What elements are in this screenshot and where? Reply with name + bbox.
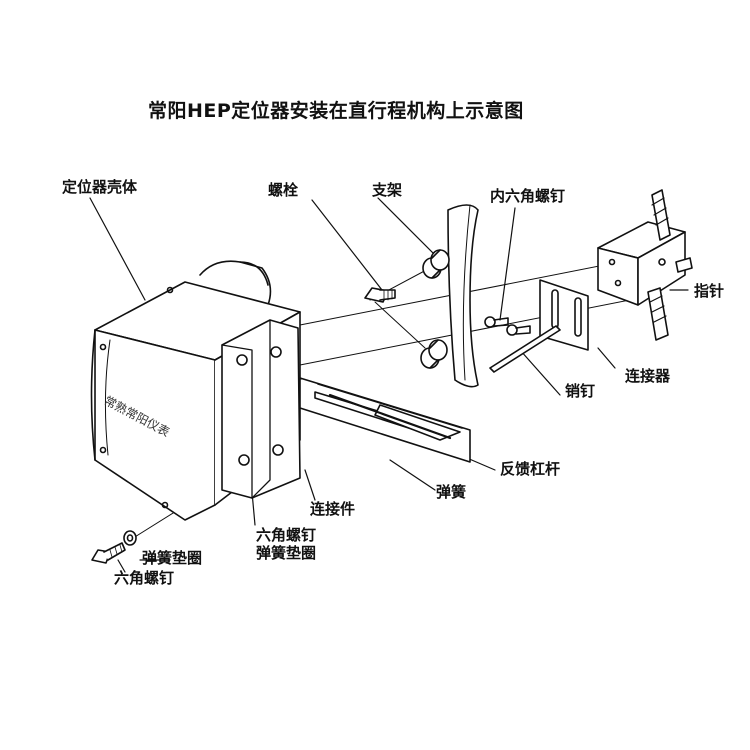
- label-bracket: 支架: [372, 181, 403, 199]
- label-connecting-piece: 连接件: [310, 500, 356, 518]
- connecting-piece: [221, 319, 301, 499]
- label-hex-screw-2: 六角螺钉: [114, 569, 175, 587]
- label-spring-washer-2: 弹簧垫圈: [142, 549, 203, 567]
- feedback-lever: [299, 377, 471, 463]
- connector-block: [597, 221, 693, 306]
- valve-stem: [647, 189, 671, 341]
- label-hex-screw-1: 六角螺钉: [256, 526, 317, 544]
- label-housing: 定位器壳体: [62, 178, 138, 196]
- label-pin: 销钉: [565, 382, 596, 400]
- label-connector: 连接器: [625, 367, 671, 385]
- spring: [328, 393, 461, 441]
- diagram-title: 常阳HEP定位器安装在直行程机构上示意图: [148, 100, 524, 122]
- label-bolt: 螺栓: [268, 181, 299, 199]
- label-spring-washer-1: 弹簧垫圈: [256, 544, 317, 562]
- label-feedback-lever: 反馈杠杆: [500, 460, 561, 478]
- hex-socket-screws: [484, 316, 531, 336]
- hex-screw-bottom: [91, 542, 126, 564]
- spring-washer-bottom: [123, 530, 137, 546]
- bolt: [364, 287, 396, 303]
- bracket: [420, 204, 479, 388]
- label-spring: 弹簧: [436, 483, 467, 501]
- pin: [489, 325, 561, 373]
- label-hex-socket-screw: 内六角螺钉: [490, 187, 566, 205]
- label-pointer: 指针: [694, 282, 725, 300]
- connector-plate: [539, 279, 589, 351]
